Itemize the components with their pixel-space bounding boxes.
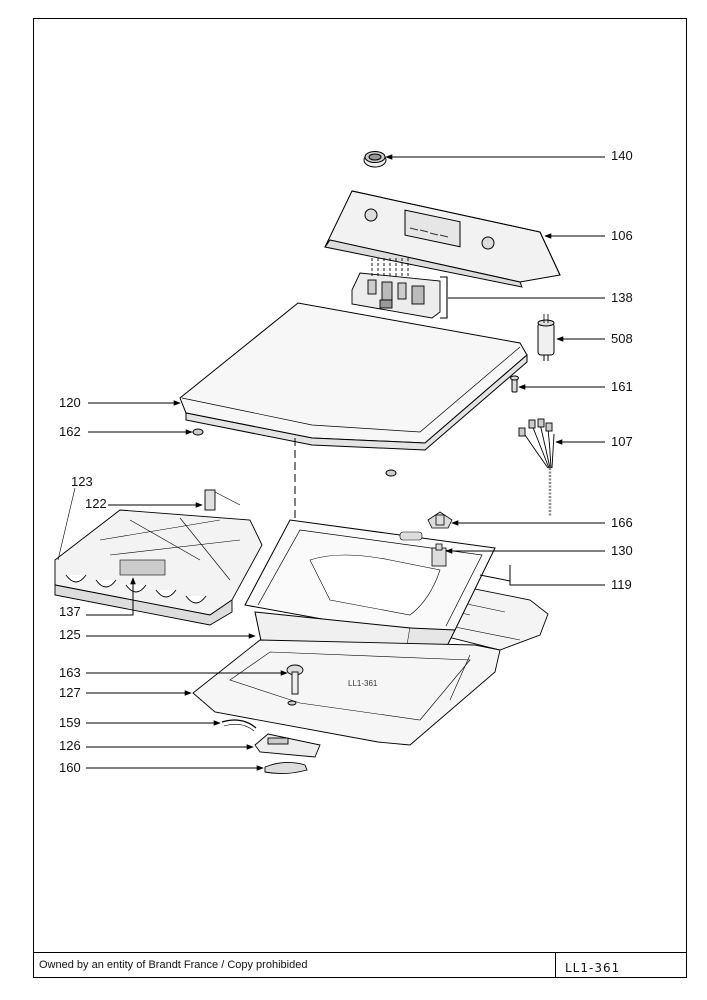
leader-lines [86,154,605,771]
part-138-electronic-board [351,258,448,319]
callout-125: 125 [59,627,81,642]
part-160-filter-cover [264,762,308,775]
callout-162: 162 [59,424,81,439]
callout-137: 137 [59,604,81,619]
callout-123: 123 [71,474,93,489]
drawing-reference: LL1-361 [565,961,621,975]
callout-120: 120 [59,395,81,410]
title-block [33,952,687,978]
part-126-filter-housing [254,733,321,758]
part-161-screw [510,375,519,393]
callout-107: 107 [611,434,633,449]
part-107-wiring-harness [518,418,555,516]
part-163-pressure-switch [286,664,304,695]
part-120-top-lid [179,302,528,451]
inline-diagram-label: LL1-361 [348,679,378,688]
callout-159: 159 [59,715,81,730]
title-block-divider [555,952,557,978]
callout-161: 161 [611,379,633,394]
part-106-control-panel [324,190,561,288]
part-159-hose [221,719,257,732]
part-127-base-plate [192,639,501,746]
callout-163: 163 [59,665,81,680]
callout-508: 508 [611,331,633,346]
drawing-frame [33,18,687,978]
callout-122: 122 [85,496,107,511]
callout-140: 140 [611,148,633,163]
part-130-door-lock [431,543,447,567]
callout-119: 119 [611,577,632,592]
callout-160: 160 [59,760,81,775]
part-166-clip [427,511,453,529]
callout-138: 138 [611,290,633,305]
ownership-notice: Owned by an entity of Brandt France / Co… [39,959,308,971]
callout-126: 126 [59,738,81,753]
callout-130: 130 [611,543,633,558]
part-122-123-dispenser-module [54,487,263,626]
callout-106: 106 [611,228,633,243]
part-162-feet [192,428,397,477]
callout-166: 166 [611,515,633,530]
part-508-capacitor [537,314,555,361]
part-140-knob [363,151,387,168]
callout-127: 127 [59,685,81,700]
